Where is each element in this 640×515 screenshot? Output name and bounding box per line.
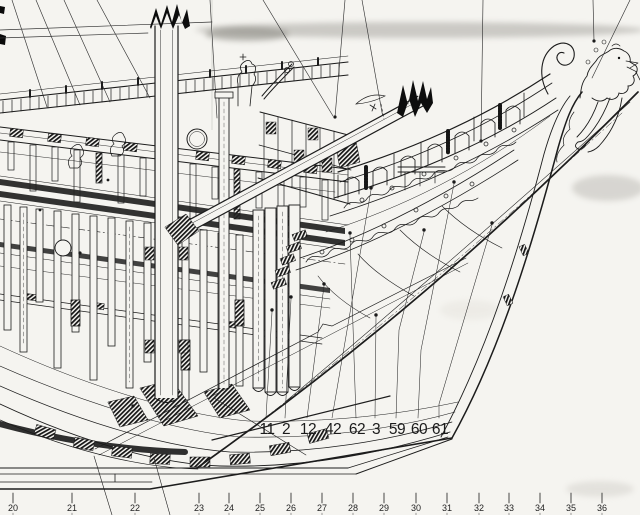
- bowsprit: [164, 80, 433, 246]
- scale-tick-label: 23: [193, 503, 204, 513]
- scale-tick-label: 29: [378, 503, 389, 513]
- part-label: 62: [348, 421, 366, 438]
- leader-lines: [38, 39, 596, 419]
- carved-friezes: [295, 109, 559, 319]
- scale-tick-label: 30: [410, 503, 421, 513]
- head-rails: [333, 73, 557, 199]
- fore-timbers: [252, 204, 301, 396]
- scale-tick-label: 24: [223, 503, 234, 513]
- scale-tick-label: 22: [129, 503, 140, 513]
- scale-tick-label: 21: [66, 503, 77, 513]
- paper-artifacts: [0, 0, 640, 497]
- scale-tick-label: 26: [285, 503, 296, 513]
- scale-tick-label: 25: [254, 503, 265, 513]
- scale-tick-label: 28: [347, 503, 358, 513]
- riding-bitts: [214, 91, 234, 389]
- scale-tick-label: 27: [316, 503, 327, 513]
- mast-break-mark: [150, 4, 190, 29]
- rail-arches: [344, 105, 521, 196]
- porthole-circles: [54, 128, 208, 257]
- stem-volute: [541, 42, 575, 95]
- figurehead-lion: [556, 39, 640, 163]
- scale-tick-label: 36: [596, 503, 607, 513]
- scale-tick-label: 32: [473, 503, 484, 513]
- leader-dots: [38, 39, 596, 408]
- part-label: 12: [299, 421, 317, 438]
- carved-statues: [68, 132, 126, 169]
- scale-tick-label: 33: [503, 503, 514, 513]
- part-label: 3: [371, 421, 381, 438]
- keel: [0, 436, 453, 490]
- foremast: [144, 4, 190, 403]
- bow-steps: [270, 229, 308, 290]
- scale-tick-label: 20: [7, 503, 18, 513]
- scale-tick-label: 35: [565, 503, 576, 513]
- rigging-stay-lines: [0, 0, 631, 142]
- scale-ruler-ticks: [12, 492, 603, 515]
- bottom-planking: [0, 345, 459, 470]
- knighthead-carving: [237, 53, 256, 107]
- part-label: 2: [281, 421, 291, 438]
- lion-eye: [617, 56, 621, 60]
- scale-tick-label: 31: [441, 503, 452, 513]
- part-label: 59: [388, 421, 406, 438]
- part-label: 42: [324, 421, 342, 438]
- bowsprit-break-mark: [397, 80, 433, 117]
- cathead: [261, 61, 295, 100]
- scale-tick-label: 34: [534, 503, 545, 513]
- part-label: 61: [431, 421, 449, 438]
- part-label: 60: [410, 421, 428, 438]
- construction-lines: [93, 395, 391, 515]
- part-label: 11: [259, 421, 275, 438]
